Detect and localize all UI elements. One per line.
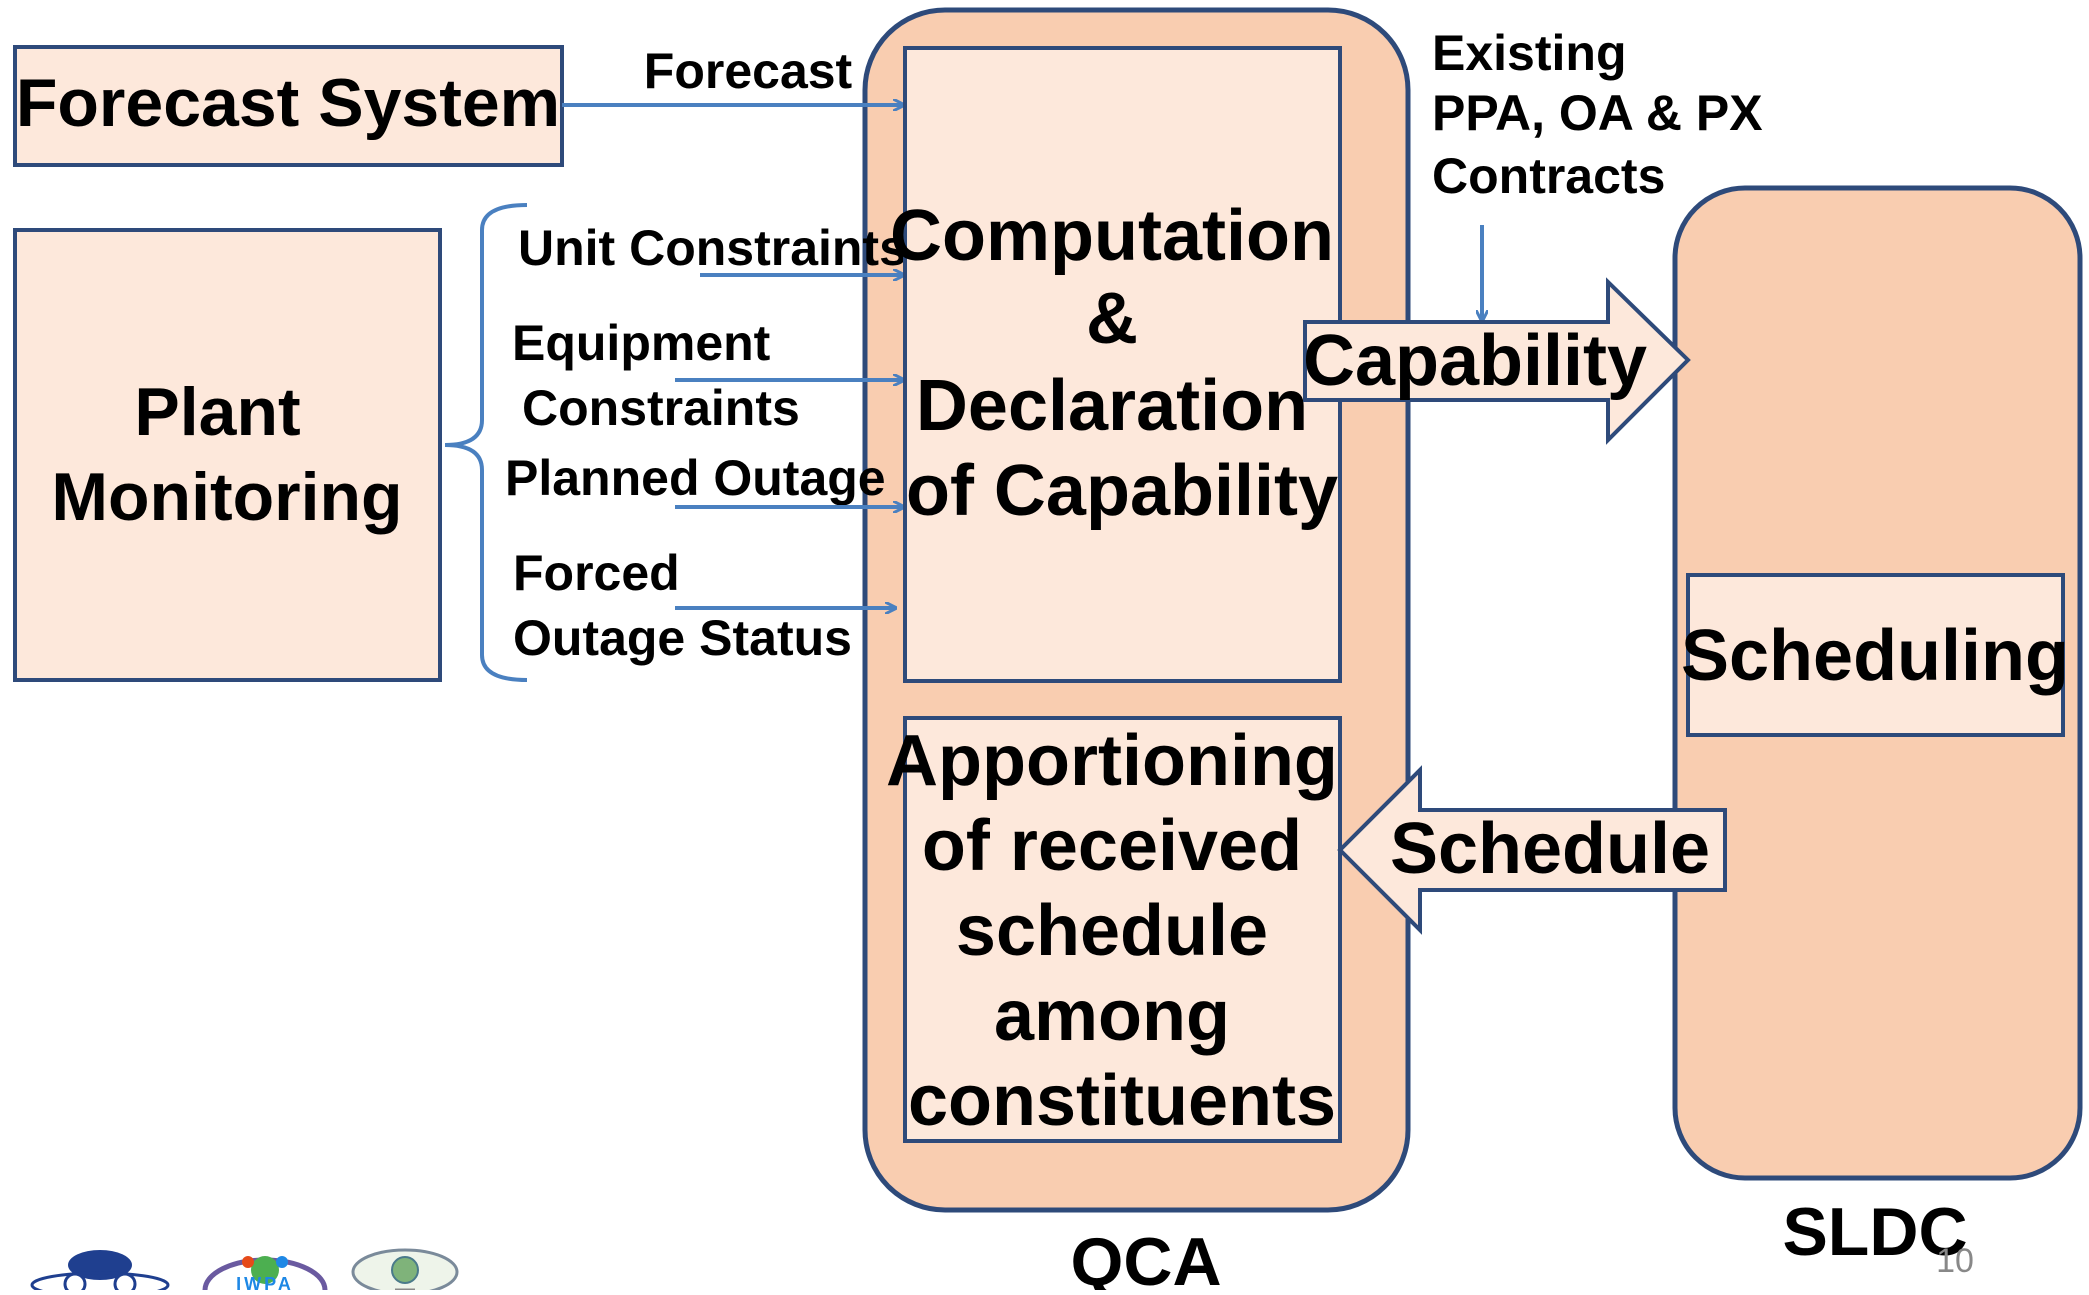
logo-nrl [30,1250,170,1295]
page-number: 10 [1936,1242,1974,1280]
apportioning-box [903,716,1342,1143]
plant-monitoring-label: Plant Monitoring [51,374,402,535]
computation-label: Computation & Declaration of Capability [890,196,1354,531]
forced-outage-status-label: Forced Outage Status [513,545,852,666]
forecast-system-label: Forecast System [16,65,560,141]
existing-contracts-label: Existing PPA, OA & PX Contracts [1432,25,1777,204]
input-brace [444,203,528,682]
forecast-arrow-label: Forecast [644,43,853,99]
schedule-arrow [1337,765,1727,935]
forecast-system-box [13,45,564,167]
logo-iwpa: IWPA [202,1256,328,1294]
apportioning-label: Apportioning of received schedule among … [886,721,1358,1141]
capability-arrow [1303,277,1691,445]
logo-third [351,1248,459,1295]
capability-label: Capability [1303,321,1647,401]
scheduling-box [1686,573,2065,737]
unit-constraints-label: Unit Constraints [518,220,907,276]
plant-monitoring-box [13,228,442,682]
logo-iwpa-text: IWPA [236,1274,294,1290]
sldc-label: SLDC [1782,1194,1967,1270]
qca-label: QCA [1070,1224,1221,1290]
logo-group: IWPA [30,1248,459,1295]
planned-outage-label: Planned Outage [505,450,886,506]
schedule-label: Schedule [1390,809,1710,889]
computation-box [903,46,1342,683]
scheduling-label: Scheduling [1681,616,2069,696]
equipment-constraints-label: Equipment Constraints [512,315,800,436]
